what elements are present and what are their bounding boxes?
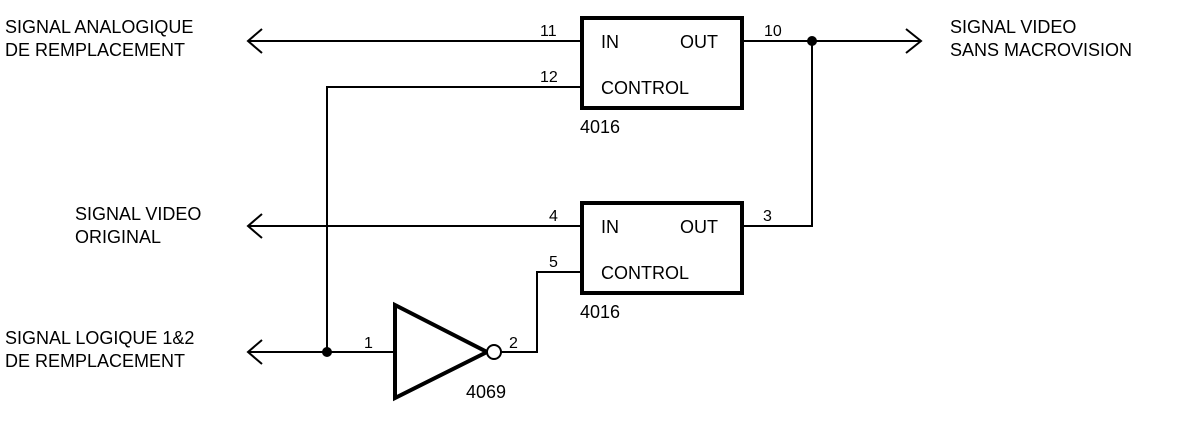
wire-bottom-control — [498, 271, 582, 353]
inverter-bubble — [486, 344, 502, 360]
label-logic-line1: SIGNAL LOGIQUE 1&2 — [5, 328, 194, 348]
label-video-nomv-line2: SANS MACROVISION — [950, 40, 1132, 60]
switch-top-control-label: CONTROL — [601, 78, 689, 98]
junction-dot-output — [807, 36, 817, 46]
label-video-original: SIGNAL VIDEO ORIGINAL — [75, 204, 201, 247]
switch-bottom-control-label: CONTROL — [601, 263, 689, 283]
inverter-pin-out: 2 — [509, 335, 518, 352]
inverter-pin-in: 1 — [364, 335, 373, 352]
inverter-part: 4069 — [466, 382, 506, 402]
arrow-video-no-macrovision — [905, 28, 923, 54]
switch-bottom-in-label: IN — [601, 217, 619, 237]
label-analog-line1: SIGNAL ANALOGIQUE — [5, 17, 193, 37]
wires — [248, 40, 920, 353]
junction-dot-logic — [322, 347, 332, 357]
switch-bottom-pin-in: 4 — [549, 208, 558, 225]
label-video-original-line2: ORIGINAL — [75, 227, 161, 247]
switch-top-out-label: OUT — [680, 32, 718, 52]
switch-bottom-body — [580, 201, 744, 295]
switch-bottom-part: 4016 — [580, 302, 620, 322]
switch-bottom-out-label: OUT — [680, 217, 718, 237]
switch-top-pin-in: 11 — [540, 23, 557, 40]
label-video-nomv-line1: SIGNAL VIDEO — [950, 17, 1076, 37]
wire-top-control — [326, 86, 582, 352]
arrow-analog-out — [246, 28, 263, 54]
label-analog-replacement: SIGNAL ANALOGIQUE DE REMPLACEMENT — [5, 17, 193, 60]
inverter-triangle — [393, 301, 492, 402]
switch-top-pin-out: 10 — [764, 23, 782, 40]
switch-bottom-pin-control: 5 — [549, 254, 558, 271]
arrow-logic-replacement — [246, 339, 263, 365]
switch-top-4016: IN OUT CONTROL 4016 11 10 12 — [540, 16, 782, 137]
inverter-4069: 4069 1 2 — [364, 301, 518, 402]
label-logic-replacement: SIGNAL LOGIQUE 1&2 DE REMPLACEMENT — [5, 328, 194, 371]
label-logic-line2: DE REMPLACEMENT — [5, 351, 185, 371]
label-analog-line2: DE REMPLACEMENT — [5, 40, 185, 60]
arrow-video-original — [246, 213, 263, 239]
switch-bottom-4016: IN OUT CONTROL 4016 4 3 5 — [549, 201, 772, 322]
switch-top-in-label: IN — [601, 32, 619, 52]
wire-bottom-out — [742, 41, 813, 227]
switch-top-part: 4016 — [580, 117, 620, 137]
switch-top-pin-control: 12 — [540, 69, 558, 86]
label-video-original-line1: SIGNAL VIDEO — [75, 204, 201, 224]
switch-bottom-pin-out: 3 — [763, 208, 772, 225]
label-video-no-macrovision: SIGNAL VIDEO SANS MACROVISION — [950, 17, 1132, 60]
switch-top-body — [580, 16, 744, 110]
